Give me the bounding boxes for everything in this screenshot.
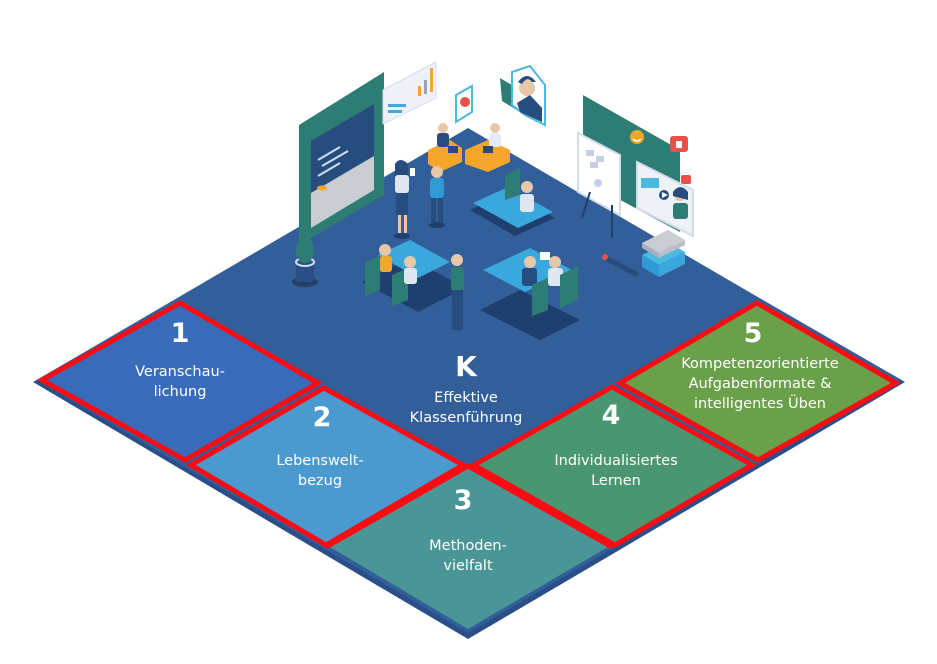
tile-5-number: 5 xyxy=(743,318,763,349)
pencil-icon xyxy=(602,254,639,277)
tile-5-line1: Kompetenzorientierte xyxy=(681,356,839,372)
tile-2-line1: Lebenswelt- xyxy=(276,453,364,469)
teacher-figure xyxy=(394,160,415,239)
tile-1-label: Veranschau- lichung xyxy=(135,362,225,402)
smiley-icon xyxy=(630,130,644,144)
tile-5-label: Kompetenzorientierte Aufgabenformate & i… xyxy=(681,354,839,414)
tile-3-line1: Methoden- xyxy=(429,538,507,554)
tile-4-line1: Individualisiertes xyxy=(554,453,678,469)
tile-2-number: 2 xyxy=(312,402,332,433)
thumbs-up-icon xyxy=(670,136,688,152)
bar-chart-icon xyxy=(382,61,437,125)
center-label: Effektive Klassenführung xyxy=(410,388,523,428)
tile-1-line2: lichung xyxy=(153,384,207,400)
heart-icon xyxy=(681,175,691,184)
tile-4-line2: Lernen xyxy=(591,473,641,489)
desk-group-right xyxy=(470,168,555,236)
tile-4-number: 4 xyxy=(601,400,621,431)
tile-4-label: Individualisiertes Lernen xyxy=(554,451,677,491)
tile-2-shape[interactable] xyxy=(186,385,469,548)
desk-group-left xyxy=(362,240,465,330)
video-call-icon xyxy=(455,64,546,127)
plant-icon xyxy=(292,237,318,287)
student-standing xyxy=(429,166,445,228)
tile-5-shape[interactable] xyxy=(614,300,902,463)
center-letter: K xyxy=(455,350,477,383)
center-label-line1: Effektive xyxy=(434,390,498,406)
tile-1-shape[interactable] xyxy=(36,300,323,463)
video-player-icon xyxy=(636,160,694,238)
tile-1-number: 1 xyxy=(170,318,190,349)
tile-3-line2: vielfalt xyxy=(443,558,493,574)
tile-3-label: Methoden- vielfalt xyxy=(429,536,507,576)
tile-5-line3: intelligentes Üben xyxy=(694,396,826,412)
tile-3-number: 3 xyxy=(453,485,473,516)
flipchart-icon xyxy=(577,131,621,238)
tile-2-line2: bezug xyxy=(297,473,343,489)
chalkboard-icon xyxy=(299,72,384,245)
desk-group-center xyxy=(480,248,580,340)
center-label-line2: Klassenführung xyxy=(409,410,523,426)
tile-2-label: Lebenswelt- bezug xyxy=(276,451,363,491)
tile-1-line1: Veranschau- xyxy=(135,364,225,380)
lounge-area xyxy=(428,123,510,172)
tile-4-shape[interactable] xyxy=(468,384,758,548)
tile-5-line2: Aufgabenformate & xyxy=(688,376,832,392)
tile-3-top-border xyxy=(324,463,614,550)
books-icon xyxy=(642,230,685,277)
